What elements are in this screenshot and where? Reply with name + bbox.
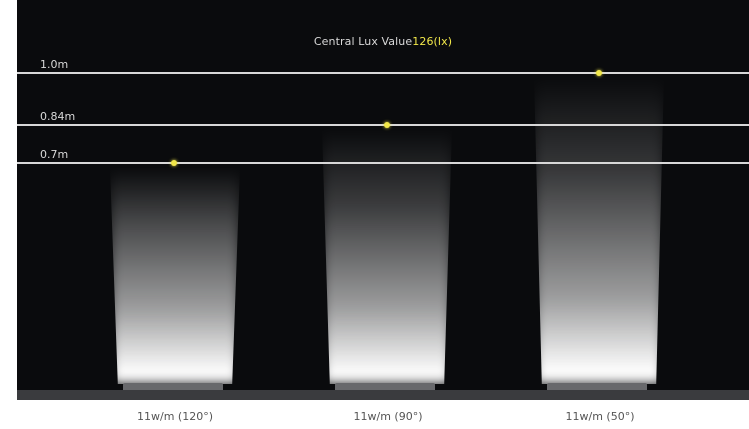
height-label-07m: 0.7m [40,148,69,161]
lux-value: 126(lx) [412,35,453,48]
floor-strip [17,390,749,400]
fixture-120 [123,383,223,390]
lux-marker-90 [384,122,390,128]
light-beam-120 [110,168,240,384]
height-label-1m: 1.0m [40,58,69,71]
height-line-07m [17,162,749,164]
fixture-50 [547,383,647,390]
title-prefix: Central Lux Value [313,35,413,48]
lux-marker-50 [596,70,602,76]
fixture-90 [335,383,435,390]
fixture-caption-90: 11w/m (90°) [353,410,423,423]
diagram-title: Central Lux Value126(lx) [17,35,749,48]
height-line-084m [17,124,749,126]
light-beam-50 [534,76,664,384]
fixture-caption-120: 11w/m (120°) [137,410,213,423]
height-line-1m [17,72,749,74]
diagram-panel: Central Lux Value126(lx) 1.0m 0.84m 0.7m [17,0,749,400]
fixture-caption-50: 11w/m (50°) [565,410,635,423]
height-label-084m: 0.84m [40,110,76,123]
light-beam-90 [322,128,452,384]
lux-marker-120 [171,160,177,166]
